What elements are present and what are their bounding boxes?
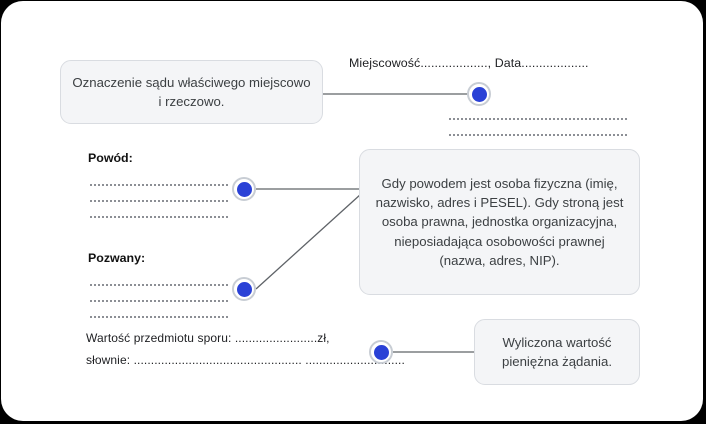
marker-dot-icon (373, 344, 389, 360)
callout-court-designation[interactable]: Oznaczenie sądu właściwego miejscowo i r… (60, 60, 323, 124)
dispute-value-line: Wartość przedmiotu sporu: ..............… (86, 331, 330, 345)
marker-dot-icon (236, 281, 252, 297)
label-plaintiff: Powód: (88, 151, 133, 165)
plaintiff-dotted-line-1 (89, 184, 229, 186)
marker-court[interactable] (467, 82, 491, 106)
callout-claim-value[interactable]: Wyliczona wartość pieniężna żądania. (474, 319, 640, 385)
plaintiff-dotted-line-3 (89, 216, 229, 218)
callout-party-details[interactable]: Gdy powodem jest osoba fizyczna (imię, n… (359, 149, 640, 295)
marker-claim-value[interactable] (369, 340, 393, 364)
plaintiff-dotted-line-2 (89, 200, 229, 202)
header-dotted-line-1 (448, 118, 627, 120)
defendant-dotted-line-2 (89, 300, 229, 302)
header-dotted-line-2 (448, 134, 627, 136)
header-place-date-line: Miejscowość..................., Data....… (349, 56, 589, 70)
defendant-dotted-line-3 (89, 316, 229, 318)
marker-dot-icon (236, 181, 252, 197)
marker-dot-icon (471, 86, 487, 102)
label-defendant: Pozwany: (88, 251, 146, 265)
defendant-dotted-line-1 (89, 284, 229, 286)
marker-plaintiff[interactable] (232, 177, 256, 201)
marker-defendant[interactable] (232, 277, 256, 301)
dispute-value-words-line: słownie: ...............................… (86, 353, 405, 367)
